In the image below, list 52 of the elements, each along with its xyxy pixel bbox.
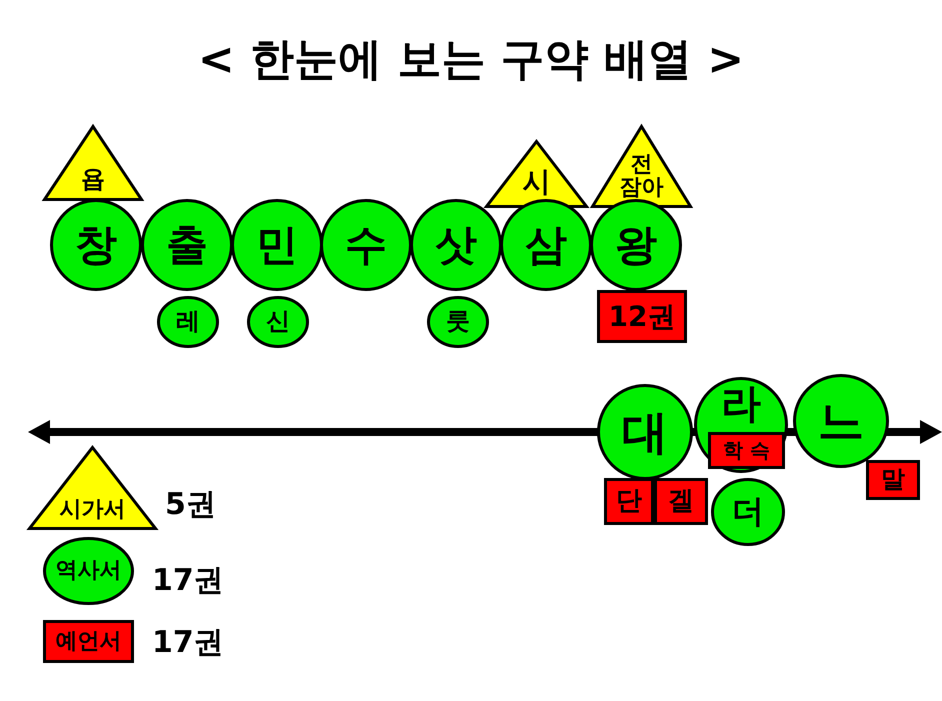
book-abbreviation: 왕 <box>614 218 658 271</box>
book-box <box>597 290 687 343</box>
book-count: 17권 <box>152 562 224 600</box>
book-circle <box>427 296 489 348</box>
book-box <box>866 460 920 500</box>
book-circle <box>231 199 323 291</box>
book-circle <box>141 199 233 291</box>
book-circle <box>793 374 889 468</box>
book-circle <box>410 199 502 291</box>
book-circle <box>590 199 682 291</box>
book-abbreviation: 단 <box>615 484 643 518</box>
book-abbreviation: 룻 <box>445 306 471 338</box>
book-circle <box>247 296 309 348</box>
book-circle <box>500 199 592 291</box>
book-triangle <box>43 125 143 201</box>
book-abbreviation: 민 <box>255 218 299 271</box>
book-abbreviation: 학 슥 <box>722 437 771 464</box>
book-circle <box>597 384 693 480</box>
book-abbreviation: 수 <box>344 218 388 271</box>
book-count: 5권 <box>165 486 216 524</box>
legend-box <box>43 620 134 663</box>
book-circle <box>711 478 785 546</box>
book-abbreviation: 말 <box>880 464 906 496</box>
book-abbreviation: 전 잠아 <box>621 150 662 202</box>
book-abbreviation: 신 <box>265 306 291 338</box>
legend-triangle <box>28 446 157 530</box>
book-abbreviation: 시가서 <box>58 496 126 524</box>
book-abbreviation: 12권 <box>608 298 676 335</box>
book-abbreviation: 삼 <box>524 218 568 271</box>
book-abbreviation: 역사서 <box>54 557 122 586</box>
book-box <box>708 432 785 469</box>
book-abbreviation: 예언서 <box>54 628 122 656</box>
book-circle <box>157 296 219 348</box>
book-circle <box>50 199 142 291</box>
book-abbreviation: 라 <box>720 381 762 427</box>
book-box <box>604 478 654 525</box>
book-box <box>654 478 708 525</box>
book-abbreviation: 삿 <box>434 218 478 271</box>
book-circle <box>694 377 788 473</box>
book-abbreviation: 시 <box>522 164 552 200</box>
title: < 한눈에 보는 구약 배열 > <box>196 33 746 87</box>
book-abbreviation: 겔 <box>667 484 695 518</box>
book-count: 17권 <box>152 624 224 662</box>
legend-circle <box>43 537 134 605</box>
book-abbreviation: 더 <box>731 491 765 532</box>
book-abbreviation: 느 <box>817 392 865 450</box>
book-abbreviation: 창 <box>74 218 118 271</box>
book-abbreviation: 출 <box>165 218 209 271</box>
book-circle <box>320 199 412 291</box>
book-abbreviation: 욥 <box>80 164 106 196</box>
book-abbreviation: 대 <box>621 404 669 461</box>
book-abbreviation: 레 <box>175 306 201 338</box>
